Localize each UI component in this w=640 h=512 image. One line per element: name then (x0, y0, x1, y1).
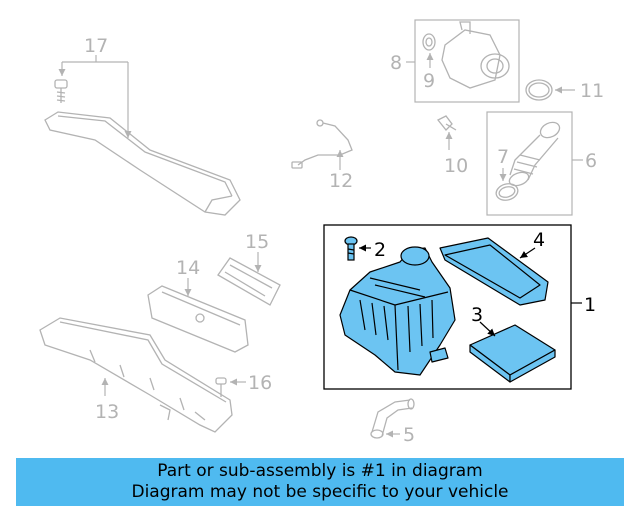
part-12-sensor (291, 119, 353, 169)
callout-11: 11 (580, 80, 604, 102)
callout-1: 1 (584, 294, 596, 316)
part-8-throttle-body (441, 21, 510, 89)
part-4-cover (439, 237, 549, 306)
callout-13: 13 (95, 401, 119, 423)
part-10-bolt (436, 115, 457, 131)
callout-4: 4 (533, 229, 545, 251)
callout-6: 6 (585, 150, 597, 172)
callout-2: 2 (374, 239, 386, 261)
leader-17 (58, 55, 132, 138)
leader-4 (519, 247, 536, 259)
callout-17: 17 (84, 35, 108, 57)
leader-8-9 (406, 53, 434, 68)
callout-14: 14 (176, 257, 200, 279)
part-6-intake-hose (508, 121, 561, 187)
part-11-clamp (525, 79, 553, 101)
part-3-filter-element (469, 324, 556, 383)
callout-9: 9 (423, 70, 435, 92)
part-14-cover (147, 285, 249, 353)
banner-line-2: Diagram may not be specific to your vehi… (131, 482, 509, 502)
part-17-cowl-panel (44, 111, 241, 216)
part-9-gasket (422, 33, 436, 51)
callout-7: 7 (497, 146, 509, 168)
part-7-clamp (495, 183, 519, 201)
info-banner: Part or sub-assembly is #1 in diagram Di… (16, 458, 624, 506)
callout-10: 10 (444, 155, 468, 177)
callout-16: 16 (248, 372, 272, 394)
bolt-icon (54, 79, 68, 103)
callout-5: 5 (403, 424, 415, 446)
part-6-box (486, 111, 573, 216)
part-1-box (323, 224, 572, 390)
part-5-hose (370, 398, 415, 439)
part-1-air-cleaner-housing (339, 246, 456, 376)
callout-8: 8 (390, 52, 402, 74)
leader-6-7 (499, 159, 583, 181)
leader-3 (479, 321, 496, 337)
callout-3: 3 (471, 304, 483, 326)
part-16-screw (215, 377, 227, 397)
banner-line-1: Part or sub-assembly is #1 in diagram (157, 461, 483, 481)
part-2-bolt (344, 236, 358, 261)
callout-12: 12 (329, 170, 353, 192)
part-13-duct (39, 317, 233, 433)
callout-15: 15 (245, 231, 269, 253)
part-8-box (414, 19, 520, 103)
part-15-bracket (217, 257, 281, 306)
